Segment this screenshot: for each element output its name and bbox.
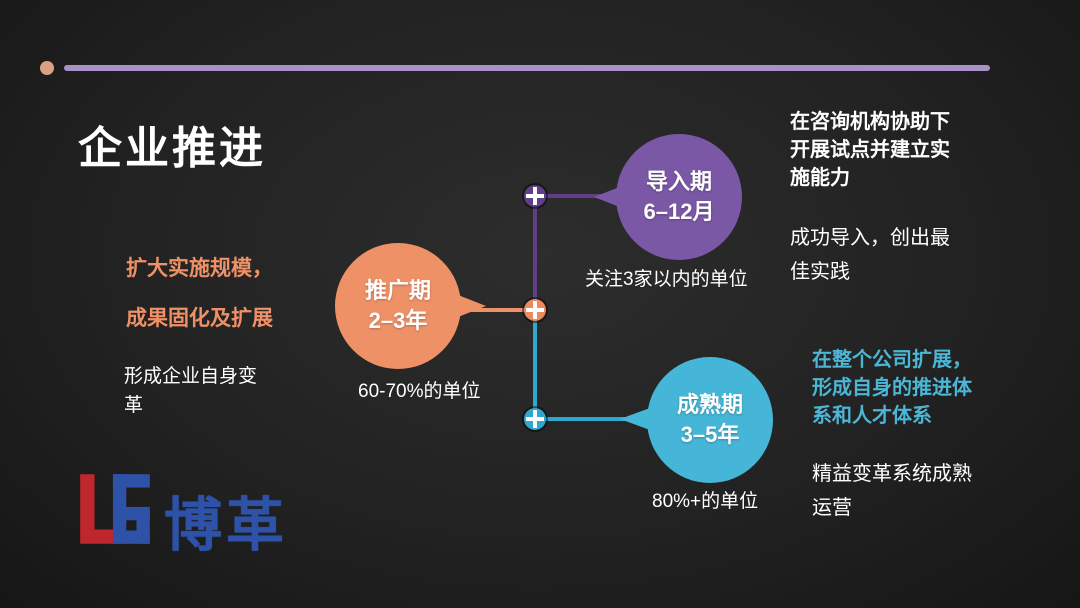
phase-note-promotion: 60-70%的单位 xyxy=(358,381,481,402)
phase-detail-maturity: 精益变革系统成熟运营 xyxy=(812,463,972,519)
connector-line-horizontal-cyan xyxy=(535,417,627,421)
company-logo-text: 博革 xyxy=(164,493,289,558)
company-logo-icon xyxy=(80,474,150,544)
phase-note-maturity: 80%+的单位 xyxy=(652,491,759,512)
phase-duration: 6–12月 xyxy=(643,199,715,224)
phase-duration: 3–5年 xyxy=(680,422,740,447)
connector-line-vertical-purple xyxy=(533,196,537,310)
phase-bubble-promotion: 推广期 2–3年 xyxy=(335,243,461,369)
phase-detail-import: 成功导入，创出最佳实践 xyxy=(790,227,950,283)
phase-highlight-import: 在咨询机构协助下开展试点并建立实施能力 xyxy=(790,111,950,189)
phase-name: 导入期 xyxy=(645,169,712,195)
accent-divider-line xyxy=(64,65,990,71)
connector-line-horizontal-purple xyxy=(535,194,601,198)
connector-line-horizontal-orange xyxy=(469,308,535,312)
phase-detail-promotion: 形成企业自身变革 xyxy=(124,366,258,417)
connector-line-vertical-cyan xyxy=(533,310,537,420)
phase-bubble-maturity: 成熟期 3–5年 xyxy=(647,357,773,483)
plus-node-icon xyxy=(524,408,546,430)
bubble-tail xyxy=(458,295,486,317)
page-title: 企业推进 xyxy=(78,124,266,173)
accent-dot xyxy=(40,61,54,75)
plus-node-icon xyxy=(524,185,546,207)
phase-note-import: 关注3家以内的单位 xyxy=(585,269,748,290)
phase-duration: 2–3年 xyxy=(368,308,428,333)
plus-node-icon xyxy=(524,299,546,321)
phase-name: 推广期 xyxy=(364,278,431,304)
bubble-tail xyxy=(620,408,650,430)
phase-highlight-promotion: 扩大实施规模，成果固化及扩展 xyxy=(126,257,273,331)
phase-bubble-import: 导入期 6–12月 xyxy=(616,134,742,260)
phase-highlight-maturity: 在整个公司扩展，形成自身的推进体系和人才体系 xyxy=(812,349,972,427)
phase-name: 成熟期 xyxy=(676,392,743,418)
bubble-tail xyxy=(594,186,622,208)
